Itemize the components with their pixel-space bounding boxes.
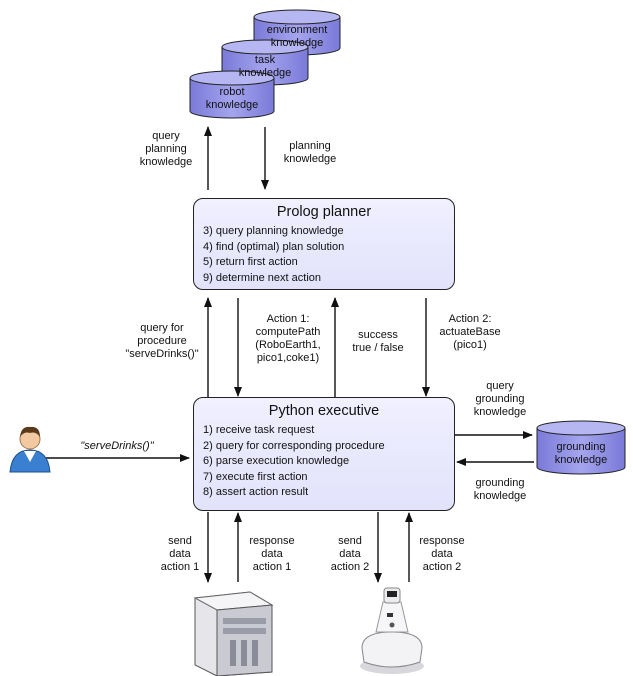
executive-step: 8) assert action result [203,486,309,498]
grounding-knowledge-arrow-label: grounding knowledge [473,477,527,502]
task-knowledge-label: task knowledge [238,54,292,79]
grounding-knowledge-label: grounding knowledge [554,441,608,466]
environment-knowledge-label: environment knowledge [266,24,328,49]
server-computer-icon [193,591,274,676]
robot-icon [360,587,424,674]
executive-steps: 1) receive task request 2) query for cor… [194,423,454,501]
planner-step: 5) return first action [203,256,298,268]
robot-knowledge-label: robot knowledge [205,86,259,111]
python-executive-title: Python executive [268,403,380,419]
prolog-planner-box: Prolog planner 3) query planning knowled… [193,198,455,290]
planner-step: 9) determine next action [203,271,322,284]
action1-label: Action 1: computePath (RoboEarth1, pico1… [255,313,321,364]
executive-step: 1) receive task request [203,424,315,436]
executive-step: 2) query for corresponding procedure [203,439,385,452]
success-label: success true / false [352,329,404,354]
planner-steps: 3) query planning knowledge 4) find (opt… [194,224,454,286]
send-data-action1-label: send data action 1 [160,535,200,573]
action2-label: Action 2: actuateBase (pico1) [439,313,501,351]
response-data-action2-label: response data action 2 [419,535,465,573]
grounding-knowledge-db [536,420,626,475]
query-planning-knowledge-label: query planning knowledge [139,130,193,168]
response-data-action1-label: response data action 1 [249,535,295,573]
executive-step: 6) parse execution knowledge [203,455,350,467]
planner-step: 3) query planning knowledge [203,225,344,237]
query-grounding-knowledge-label: query grounding knowledge [473,380,527,418]
python-executive-box: Python executive 1) receive task request… [193,397,455,511]
robot-knowledge-db [189,70,275,119]
serve-drinks-label: "serveDrinks()" [80,440,154,452]
send-data-action2-label: send data action 2 [330,535,370,573]
planning-knowledge-label: planning knowledge [283,140,337,165]
user-avatar-icon [9,426,51,473]
query-procedure-label: query for procedure "serveDrinks()" [125,322,199,360]
executive-step: 7) execute first action [203,470,308,483]
prolog-planner-title: Prolog planner [276,204,372,220]
planner-step: 4) find (optimal) plan solution [203,240,345,253]
